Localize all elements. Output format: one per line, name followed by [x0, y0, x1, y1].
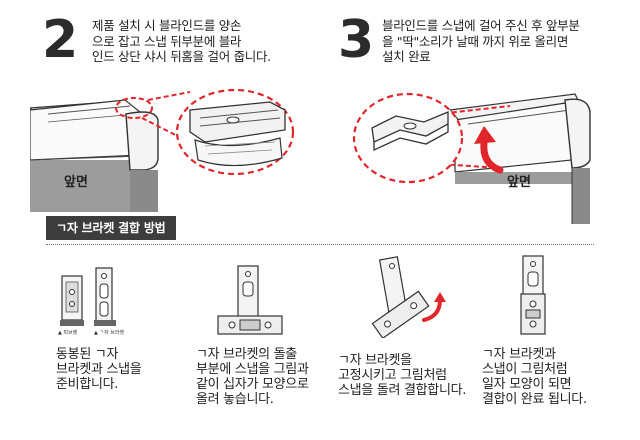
bracket-step-3-caption: ㄱ자 브라켓을 고정시키고 그림처럼 스냅을 돌려 결합합니다. — [338, 353, 467, 398]
step-2-text: 제품 설치 시 블라인드를 양손 으로 잡고 스냅 뒤부분에 블라 인드 상단 … — [92, 18, 271, 64]
step-2-front-label: 앞면 — [64, 175, 88, 190]
lift-arrow-icon — [480, 138, 504, 174]
step-3-front-label: 앞면 — [507, 175, 531, 190]
blind-headrail — [30, 99, 159, 212]
blind-headrail-right — [448, 93, 591, 224]
rotate-arrow-icon — [422, 298, 442, 322]
bracket-label-snap: ▲ 피브랫 — [58, 330, 78, 336]
l-bracket-part — [94, 267, 116, 326]
bracket-step-4-illustration — [520, 255, 546, 335]
callout-circle-large-right — [352, 92, 464, 184]
step-3-illustration — [352, 92, 591, 224]
snap-part — [60, 275, 84, 326]
zoomed-snap — [189, 101, 286, 167]
callout-circle-small — [115, 97, 153, 119]
bracket-step-4-caption: ㄱ자 브라켓과 스냅이 그림처럼 일자 모양이 되면 결합이 완료 됩니다. — [482, 347, 587, 407]
step-3-text: 블라인드를 스냅에 걸어 주신 후 앞부분 을 "딱"소리가 날때 까지 위로 … — [382, 18, 580, 64]
step-2-number: 2 — [42, 10, 78, 70]
section-divider — [46, 244, 594, 245]
bracket-step-2-caption: ㄱ자 브라켓의 돌출 부분에 스냅을 그림과 같이 십자가 모양으로 올려 놓습… — [196, 347, 309, 407]
bracket-step-1-caption: 동봉된 ㄱ자 브라켓과 스냅을 준비합니다. — [56, 347, 142, 392]
step-3-number: 3 — [338, 10, 374, 70]
step-2-illustration — [30, 88, 295, 212]
bracket-step-1-illustration — [60, 267, 116, 326]
section-title: ㄱ자 브라켓 결합 방법 — [46, 216, 176, 240]
bracket-label-l: ▲ ㄱ자 브라켓 — [94, 330, 125, 336]
zoomed-snap-right — [371, 111, 449, 152]
bracket-step-2-illustration — [217, 265, 283, 335]
bracket-step-3-illustration — [371, 256, 446, 338]
